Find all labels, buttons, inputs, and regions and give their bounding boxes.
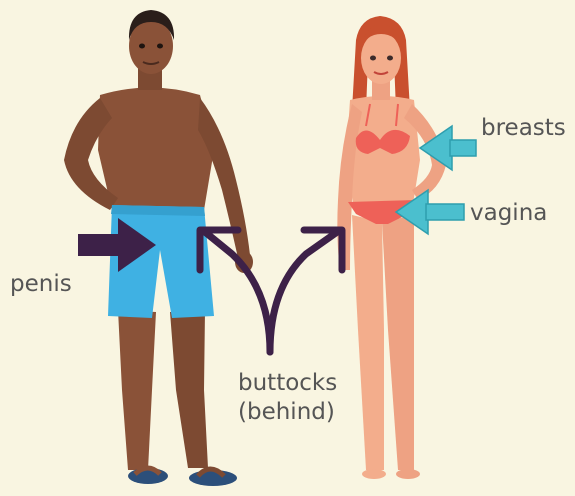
label-buttocks-line2: (behind) (238, 398, 337, 427)
female-figure (337, 16, 446, 479)
female-left-leg (352, 215, 384, 470)
female-right-leg (382, 215, 414, 470)
label-buttocks-line1: buttocks (238, 369, 337, 398)
male-torso (98, 88, 214, 211)
male-right-sandal (189, 470, 237, 486)
male-left-leg (118, 310, 156, 470)
female-head (361, 32, 401, 84)
label-penis: penis (10, 270, 72, 299)
label-breasts: breasts (481, 114, 566, 143)
male-right-leg (170, 310, 208, 468)
label-buttocks: buttocks (behind) (238, 369, 337, 427)
buttocks-arrow (200, 230, 342, 352)
label-vagina: vagina (470, 199, 547, 228)
